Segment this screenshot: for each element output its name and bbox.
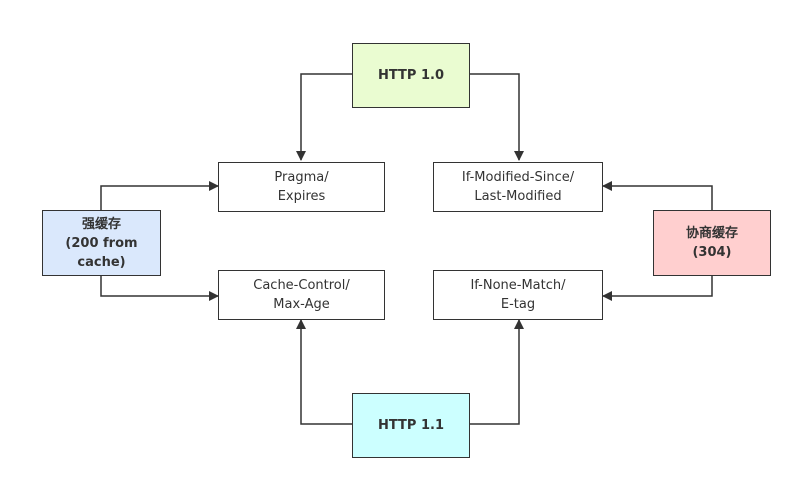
http11-label: HTTP 1.1 [378,418,444,433]
if-modified-since-node: If-Modified-Since/ Last-Modified [433,162,603,212]
edge-negotiated-cache-to-if-modified-since [602,181,713,210]
edge-negotiated-cache-to-if-none-match [602,276,713,301]
cache-control-node: Cache-Control/ Max-Age [218,270,385,320]
edge-http11-to-if-none-match [470,319,524,425]
cache-control-label: Cache-Control/ Max-Age [253,278,350,312]
pragma-expires-label: Pragma/ Expires [274,170,329,204]
strong-cache-node: 强缓存 (200 from cache) [42,210,161,276]
http10-label: HTTP 1.0 [378,68,444,83]
strong-cache-label: 强缓存 (200 from cache) [65,216,138,270]
edge-strong-cache-to-cache-control [100,276,219,301]
http10-node: HTTP 1.0 [352,43,470,108]
edge-http11-to-cache-control [296,319,352,425]
edge-http10-to-pragma [296,73,352,161]
pragma-expires-node: Pragma/ Expires [218,162,385,212]
if-modified-since-label: If-Modified-Since/ Last-Modified [461,170,575,204]
negotiated-cache-label: 协商缓存 (304) [685,226,738,260]
edge-http10-to-if-modified-since [470,73,524,161]
http11-node: HTTP 1.1 [352,393,470,458]
edge-strong-cache-to-pragma [100,181,219,210]
if-none-match-node: If-None-Match/ E-tag [433,270,603,320]
if-none-match-label: If-None-Match/ E-tag [470,278,566,312]
negotiated-cache-node: 协商缓存 (304) [653,210,771,276]
